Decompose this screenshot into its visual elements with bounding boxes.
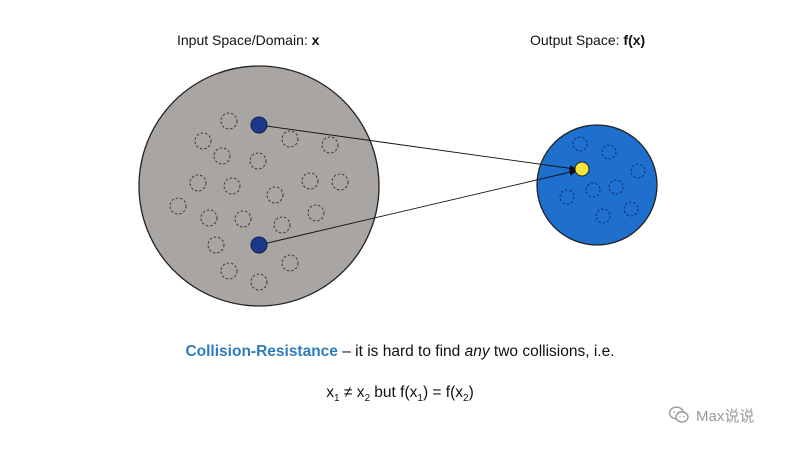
input-point	[220, 112, 238, 130]
mapping-arrow	[258, 170, 576, 246]
input-point	[200, 209, 218, 227]
output-point	[559, 189, 575, 205]
output-space-circle	[536, 124, 658, 246]
watermark: Max说说	[668, 404, 754, 426]
colliding-input-point	[250, 236, 268, 254]
input-space-label: Input Space/Domain: x	[177, 32, 320, 48]
input-point	[194, 132, 212, 150]
collision-output-point	[574, 161, 590, 177]
output-point	[623, 201, 639, 217]
input-point	[249, 152, 267, 170]
input-point	[321, 136, 339, 154]
input-point	[273, 216, 291, 234]
output-point	[630, 163, 646, 179]
wechat-icon	[668, 406, 689, 423]
input-point	[223, 177, 241, 195]
colliding-input-point	[250, 116, 268, 134]
output-point	[572, 136, 588, 152]
output-points	[559, 136, 646, 224]
output-point	[585, 182, 601, 198]
input-point	[234, 210, 252, 228]
input-space-circle	[138, 65, 380, 307]
output-space-label: Output Space: f(x)	[530, 32, 646, 48]
input-point	[331, 173, 349, 191]
input-point	[307, 204, 325, 222]
input-point	[250, 273, 268, 291]
output-point	[608, 179, 624, 195]
watermark-text: Max说说	[696, 407, 755, 425]
mapping-arrow	[258, 124, 576, 170]
input-point	[207, 236, 225, 254]
output-point	[595, 208, 611, 224]
input-point	[213, 147, 231, 165]
input-points	[169, 112, 349, 291]
collision-formula: x1 ≠ x2 but f(x1) = f(x2)	[326, 384, 474, 405]
output-point	[601, 144, 617, 160]
input-point	[281, 130, 299, 148]
input-point	[189, 174, 207, 192]
caption-term: Collision-Resistance	[185, 343, 338, 360]
caption: Collision-Resistance – it is hard to fin…	[185, 343, 615, 360]
input-point	[169, 197, 187, 215]
input-point	[281, 254, 299, 272]
input-point	[220, 262, 238, 280]
input-point	[301, 172, 319, 190]
input-point	[266, 186, 284, 204]
